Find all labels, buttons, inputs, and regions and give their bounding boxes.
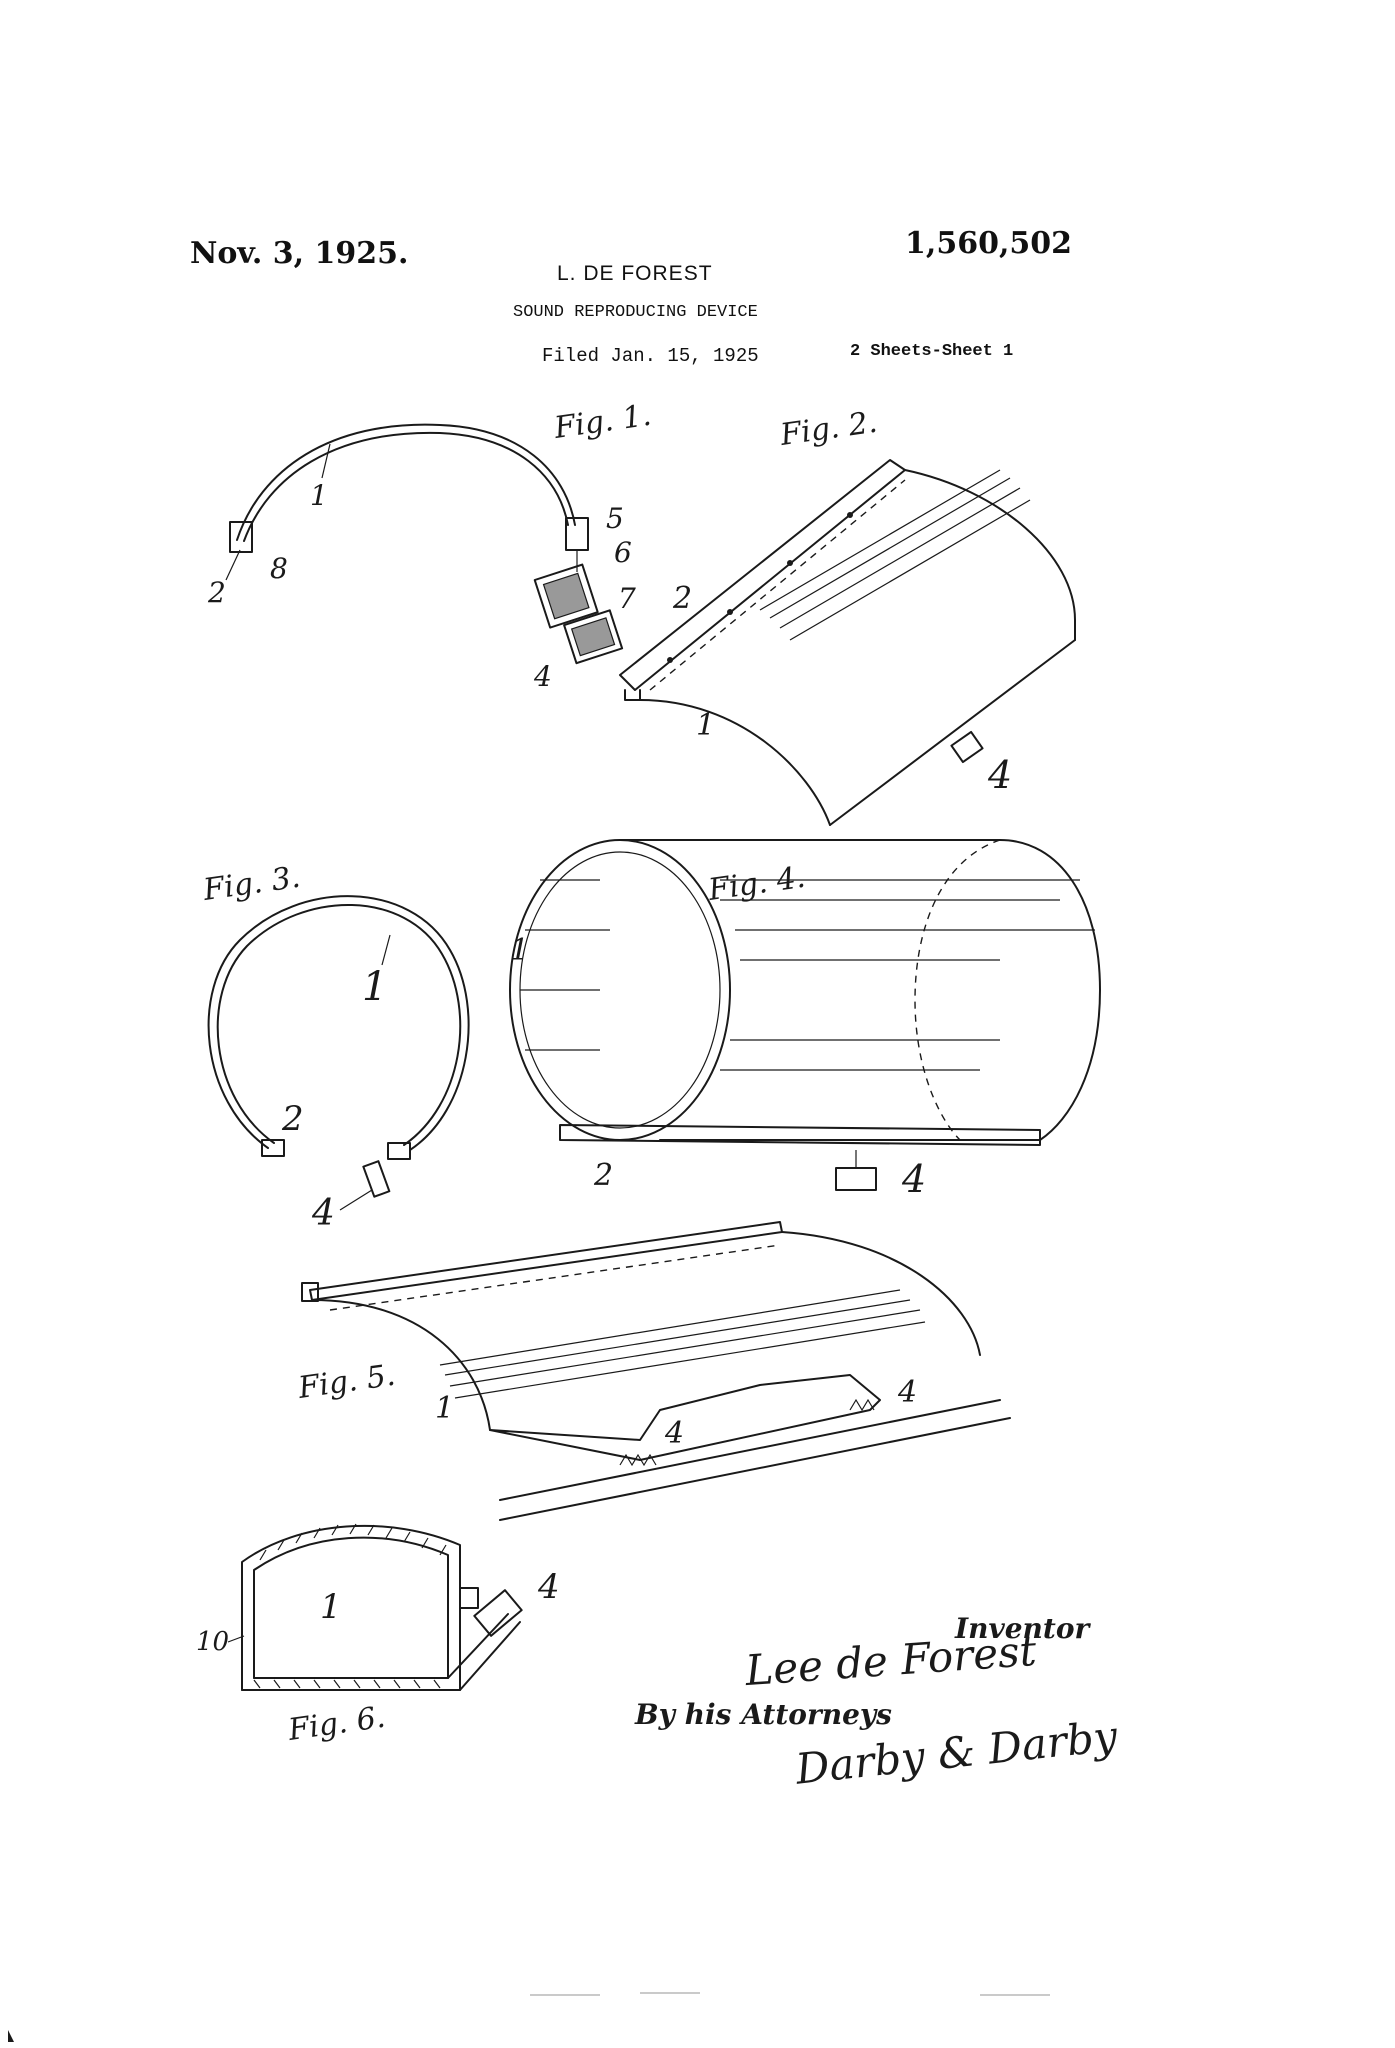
fig4-caption: Fig. 4. [705,860,807,908]
invention-title: SOUND REPRODUCING DEVICE [513,303,758,322]
fig2-label-4: 4 [987,753,1012,797]
figure-3: Fig. 3. 1 2 4 [200,860,470,1234]
fig2-label-1: 1 [696,708,715,743]
sheet-count: 2 Sheets-Sheet 1 [850,342,1014,361]
figure-2: Fig. 2. 2 1 4 [619,405,1076,826]
inventor-name-heading: L. DE FOREST [557,262,713,285]
fig3-label-4: 4 [311,1193,335,1234]
fig5-label-4b: 4 [897,1375,917,1410]
fig1-label-4: 4 [533,660,552,693]
fig1-label-5: 5 [606,502,624,535]
fig3-label-1: 1 [362,964,387,1010]
figure-5: Fig. 5. 1 4 4 [295,1221,1011,1521]
figure-1: Fig. 1. 1 2 8 5 6 7 4 [207,398,653,693]
attorney-by-line: By his Attorneys [635,1698,892,1731]
patent-date: Nov. 3, 1925. [190,236,409,271]
fig6-label-10: 10 [196,1627,229,1657]
fig6-label-4: 4 [537,1567,560,1607]
fig1-label-2: 2 [207,576,226,609]
fig4-label-4: 4 [901,1157,926,1201]
fig3-label-2: 2 [281,1099,304,1139]
fig5-label-4a: 4 [664,1416,684,1451]
fig1-caption: Fig. 1. [551,398,653,446]
filed-date: Filed Jan. 15, 1925 [542,345,759,367]
figure-6: Fig. 6. 1 4 10 [196,1523,560,1748]
fig1-label-7: 7 [618,582,636,615]
fig4-label-1: 1 [510,933,529,968]
patent-number: 1,560,502 [905,226,1073,261]
fig1-label-1: 1 [310,479,328,512]
fig6-label-1: 1 [320,1587,342,1627]
fig5-caption: Fig. 5. [295,1358,397,1406]
fig1-label-8: 8 [270,552,288,585]
fig1-label-6: 6 [614,536,632,569]
fig2-label-2: 2 [672,581,692,616]
fig3-caption: Fig. 3. [200,860,302,908]
fig4-label-2: 2 [593,1158,613,1193]
inventor-caption: Inventor [955,1612,1090,1645]
fig5-label-1: 1 [435,1391,454,1426]
scan-artifacts [8,1992,1050,2042]
fig6-caption: Fig. 6. [285,1700,387,1748]
fig2-caption: Fig. 2. [777,405,879,453]
figure-4: Fig. 4. 1 2 4 [509,839,1101,1201]
